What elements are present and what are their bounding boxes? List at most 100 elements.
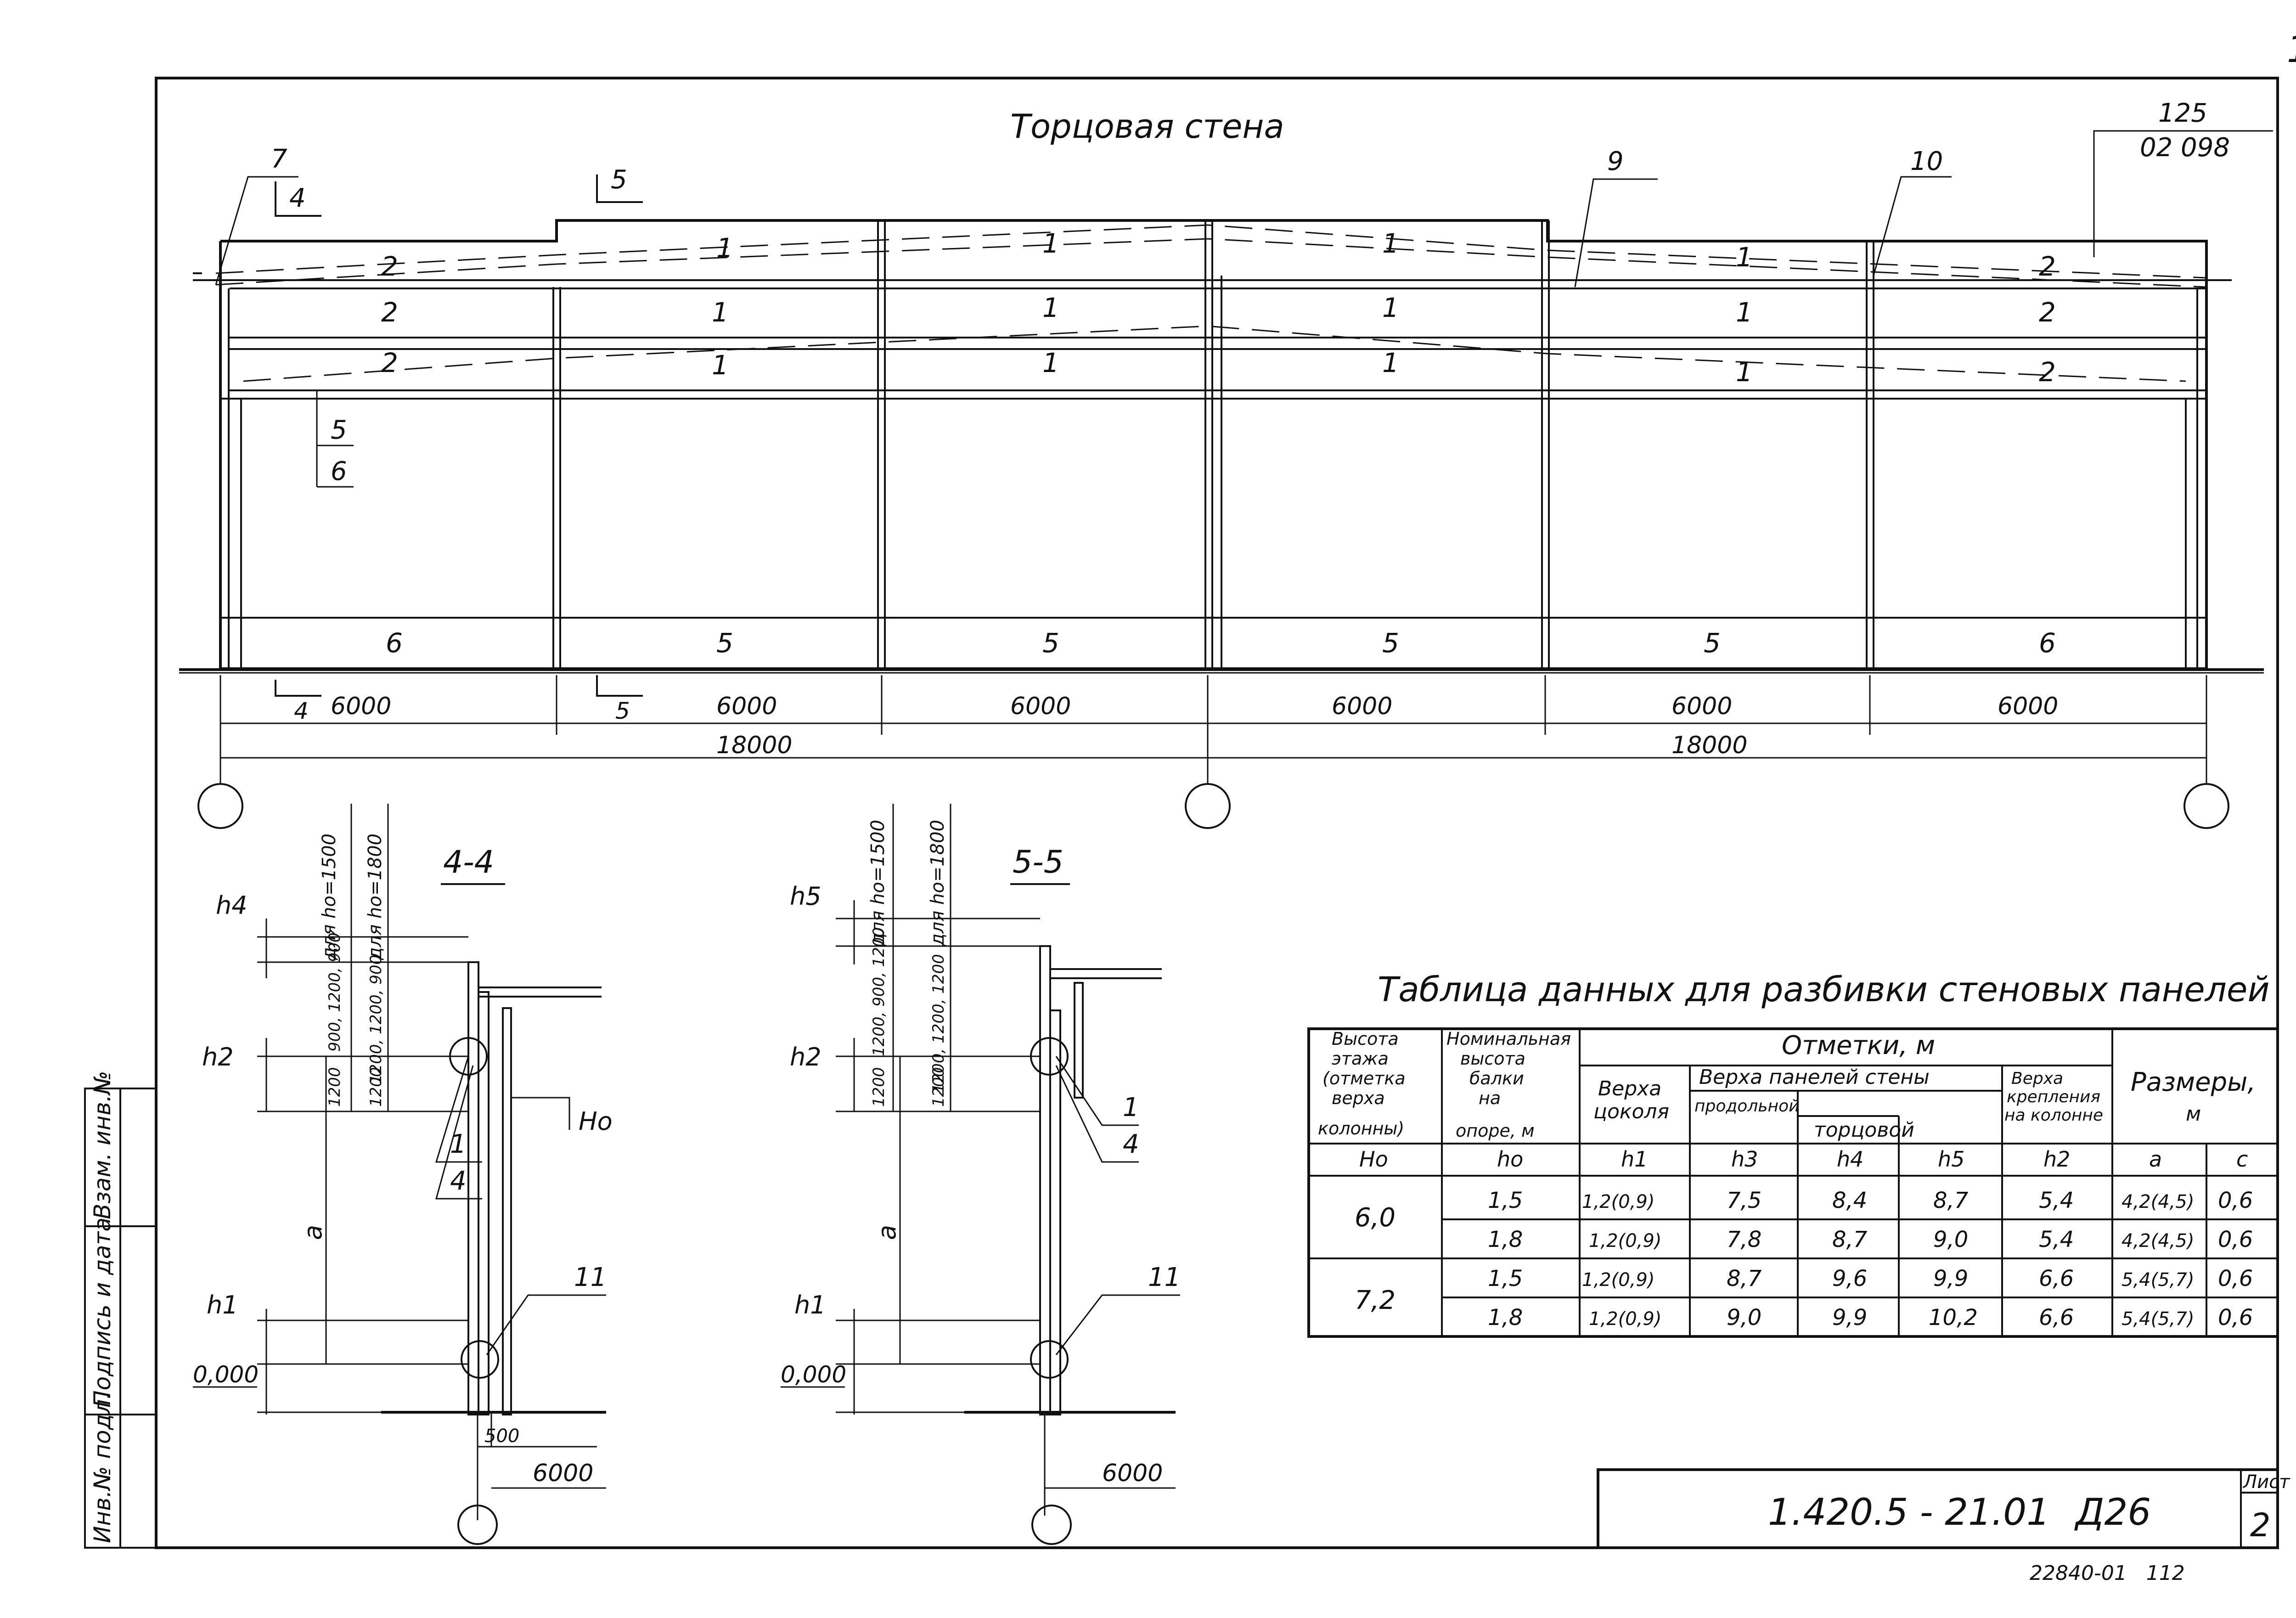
sheet-label: Лист [2242,1471,2290,1493]
sheet-number: 2 [2250,1506,2271,1544]
axis-bubble-5 [1031,1505,1072,1545]
svg-text:2: 2 [2039,251,2056,282]
svg-text:4,2(4,5): 4,2(4,5) [2122,1230,2194,1252]
svg-text:1200: 1200 [870,1067,888,1107]
svg-text:колонны): колонны) [1318,1118,1404,1139]
svg-text:9,9: 9,9 [1832,1305,1867,1330]
svg-text:6,6: 6,6 [2039,1305,2074,1330]
svg-text:h1: h1 [794,1291,826,1319]
svg-text:2: 2 [381,347,398,378]
svg-text:на колонне: на колонне [2004,1106,2103,1125]
callout-5: 5 [331,415,347,445]
svg-text:1: 1 [1042,228,1059,259]
svg-text:hо: hо [1497,1147,1523,1172]
svg-text:этажа: этажа [1332,1049,1389,1069]
svg-text:9,0: 9,0 [1933,1227,1968,1252]
stamp-inv-replace: Взам. инв.№ [89,1071,116,1219]
svg-text:5: 5 [1704,627,1721,659]
svg-text:4: 4 [1123,1129,1139,1159]
svg-text:Hо: Hо [579,1107,613,1136]
svg-text:a: a [298,1225,327,1240]
svg-text:5: 5 [615,698,630,724]
table-group-6-0: 6,0 1,5 1,2(0,9) 7,5 8,4 8,7 5,4 4,2(4,5… [1355,1188,2253,1252]
svg-text:Верха: Верха [2011,1069,2063,1088]
svg-text:0,6: 0,6 [2218,1266,2253,1291]
svg-text:1200, 900, 1200: 1200, 900, 1200 [870,927,888,1056]
svg-text:6000: 6000 [331,693,391,720]
svg-text:6000: 6000 [1671,693,1732,720]
svg-text:Верха панелей стены: Верха панелей стены [1699,1066,1930,1089]
callout-125: 125 [2158,98,2207,128]
svg-text:для hо=1800: для hо=1800 [365,834,386,960]
svg-text:h4: h4 [216,891,248,920]
svg-text:5,4(5,7): 5,4(5,7) [2122,1269,2194,1291]
svg-text:1,8: 1,8 [1488,1227,1523,1252]
svg-text:1200, 1200, 1200: 1200, 1200, 1200 [929,954,948,1093]
axis-bubble-4 [457,1505,498,1545]
svg-text:5,4(5,7): 5,4(5,7) [2122,1308,2194,1330]
svg-text:8,7: 8,7 [1832,1227,1868,1252]
svg-text:900, 1200, 900: 900, 1200, 900 [326,932,344,1052]
svg-text:1: 1 [1736,297,1753,328]
callout-10: 10 [1910,147,1943,176]
svg-text:5: 5 [716,627,733,659]
svg-text:18000: 18000 [1671,732,1747,759]
elevation-title: Торцовая стена [1010,107,1284,146]
svg-text:7,2: 7,2 [1355,1285,1396,1315]
callout-02098: 02 098 [2140,133,2230,163]
section-5-title: 5-5 [1013,844,1064,880]
columns [228,220,2198,670]
svg-text:6,0: 6,0 [1355,1203,1396,1233]
svg-text:Верха: Верха [1598,1077,1661,1100]
svg-text:Размеры,: Размеры, [2131,1067,2256,1097]
svg-text:6: 6 [386,627,403,659]
svg-text:h1: h1 [1621,1147,1648,1172]
svg-text:1200: 1200 [326,1067,344,1107]
svg-text:верха: верха [1332,1088,1385,1108]
svg-text:1,2(0,9): 1,2(0,9) [1589,1230,1661,1252]
svg-text:для hо=1500: для hо=1500 [319,834,340,960]
svg-text:5,4: 5,4 [2039,1188,2074,1213]
svg-text:1,2(0,9): 1,2(0,9) [1582,1269,1654,1291]
svg-text:5: 5 [1382,627,1399,659]
svg-text:11: 11 [574,1263,607,1292]
svg-text:2: 2 [2039,356,2056,388]
panel-dash-lines [215,224,2207,382]
svg-text:Отметки, м: Отметки, м [1782,1031,1935,1060]
svg-text:Hо: Hо [1359,1147,1388,1172]
svg-text:0,6: 0,6 [2218,1227,2253,1252]
callout-9: 9 [1607,147,1624,176]
svg-text:2: 2 [2039,297,2056,328]
svg-text:11: 11 [1148,1263,1181,1292]
svg-text:6: 6 [2039,627,2056,659]
svg-text:1,2(0,9): 1,2(0,9) [1582,1191,1654,1212]
svg-text:6,6: 6,6 [2039,1266,2074,1291]
callouts: 7 9 10 125 02 098 5 6 [215,98,2273,488]
drawing-code: 1.420.5 - 21.01 [1768,1491,2050,1533]
svg-text:0,6: 0,6 [2218,1188,2253,1213]
svg-text:5: 5 [611,165,627,195]
svg-text:0,000: 0,000 [781,1361,846,1388]
svg-text:h5: h5 [790,882,822,911]
svg-text:1: 1 [1736,356,1753,388]
svg-text:h4: h4 [1837,1147,1863,1172]
svg-text:1: 1 [1042,347,1059,378]
panel-numbers-low: 2 1 1 1 1 2 [381,347,2056,388]
section-4-title: 4-4 [443,844,494,880]
svg-text:0,000: 0,000 [193,1361,259,1388]
svg-text:1: 1 [1123,1093,1139,1122]
svg-text:1: 1 [712,350,729,381]
svg-text:18000: 18000 [716,732,792,759]
svg-text:1200: 1200 [929,1067,948,1107]
svg-text:h1: h1 [207,1291,238,1319]
svg-text:балки: балки [1469,1068,1524,1088]
svg-text:9,6: 9,6 [1832,1266,1867,1291]
svg-text:7,5: 7,5 [1727,1188,1761,1213]
axis-bubbles [197,772,2229,829]
svg-text:6000: 6000 [716,693,777,720]
svg-text:Высота: Высота [1332,1029,1399,1049]
svg-text:крепления: крепления [2007,1088,2100,1106]
svg-text:высота: высота [1460,1049,1525,1069]
table-title: Таблица данных для разбивки стеновых пан… [1378,970,2270,1009]
